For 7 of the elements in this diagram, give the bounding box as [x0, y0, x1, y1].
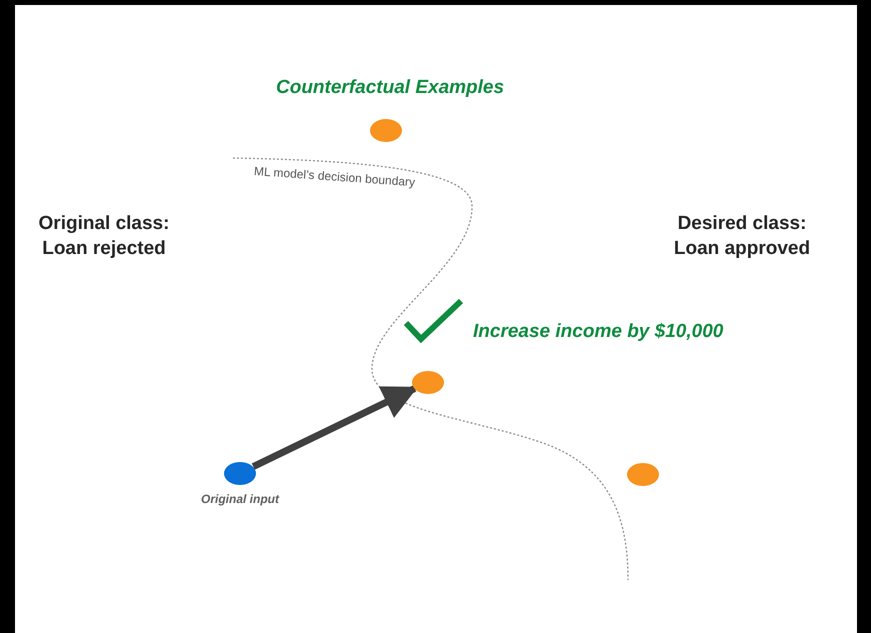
arrow — [252, 385, 418, 470]
class-label: Desired class: Loan approved — [672, 212, 812, 261]
boundary-label: ML model’s decision boundary — [254, 164, 416, 190]
class-label: Original class: Loan rejected — [38, 212, 170, 261]
counterfactual-hint: Increase income by $10,000 — [473, 321, 724, 343]
diagram-title: Counterfactual Examples — [276, 77, 504, 99]
point-caption: Original input — [201, 492, 279, 506]
